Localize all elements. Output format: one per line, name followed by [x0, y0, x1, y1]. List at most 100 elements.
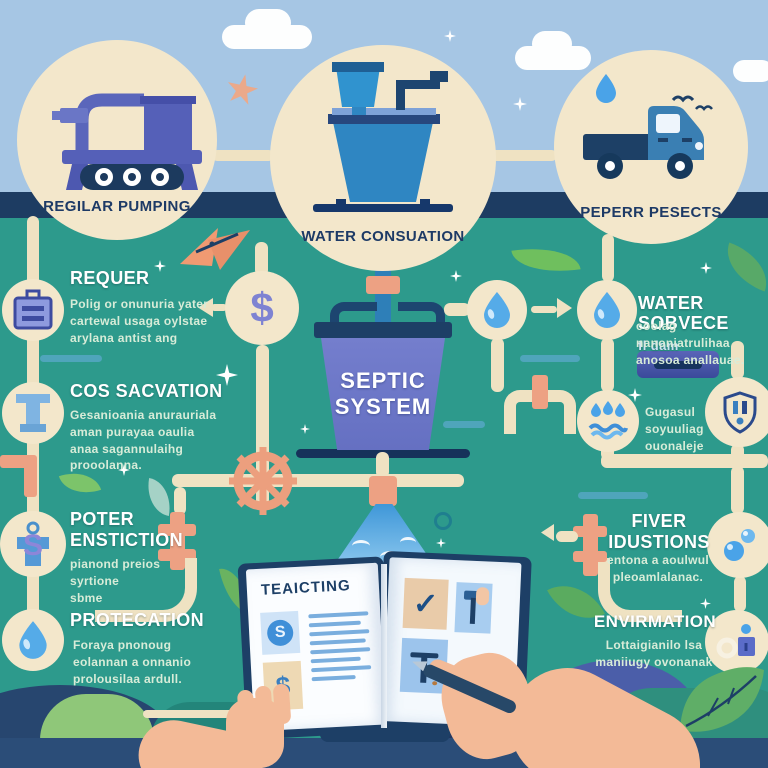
water-drop-icon [594, 292, 620, 328]
book-coin-tile: S [260, 610, 301, 655]
item-circle-protecation [2, 609, 64, 671]
right-heading-water-suffix: fl dam [638, 338, 679, 354]
spray-wave [400, 537, 416, 548]
right-heading-water: WATER SOBVECE fl dam [638, 272, 768, 355]
pipe [601, 338, 614, 392]
text-line [309, 638, 366, 646]
pipe [734, 576, 746, 612]
pipe [212, 150, 274, 161]
ship-wheel-icon [229, 447, 297, 515]
book-text-lines [308, 611, 372, 686]
text-line [311, 674, 356, 682]
text-line [310, 656, 361, 664]
pump-cart-icon [52, 93, 202, 190]
pipe [556, 531, 578, 542]
faucet-pipe [398, 302, 445, 333]
coin-icon: S [266, 619, 294, 647]
left-heading-protecation: PROTECATION [70, 610, 205, 630]
blue-slab-slot [654, 361, 702, 369]
drop-circle [577, 280, 637, 340]
faucet-pipe [330, 302, 377, 333]
septic-tank: SEPTIC SYSTEM [321, 338, 445, 450]
shield-circle [705, 377, 768, 447]
left-heading-cos: COS SACVATION [70, 381, 223, 401]
sparkle-icon [300, 424, 310, 434]
dollar-person-icon [17, 521, 49, 566]
valve-fitting [158, 524, 196, 536]
left-heading-requer: REQUER [70, 268, 150, 288]
left-body-cos: Gesanioania anurauriala aman purayaa oau… [70, 408, 217, 473]
top-circle-water-label: WATER CONSUATION [301, 228, 465, 245]
book-crease [381, 564, 387, 728]
right-heading-fiver: FIVER IDUSTIONS [608, 511, 710, 552]
left-hand-finger [272, 683, 292, 725]
ground-dot [432, 681, 438, 686]
dash-line [40, 355, 102, 362]
right-body-water: coolag nanoniatrulihaa anosoa anallauae. [636, 319, 745, 367]
pipe-elbow [24, 455, 37, 497]
top-circle-pumping-label: REGILAR PUMPING [43, 198, 191, 215]
pipe [731, 341, 744, 379]
bubbles-circle [707, 512, 768, 578]
top-circle-truck-label: PEPERR PESECTS [580, 204, 722, 221]
case-icon [13, 289, 53, 330]
sparkle-icon [700, 598, 711, 609]
text-line [310, 647, 371, 655]
hand-mini-icon [475, 587, 490, 606]
pipe [531, 306, 557, 313]
faucet-mini-icon [469, 597, 476, 624]
text-line [311, 665, 372, 673]
cloud-icon [532, 31, 572, 57]
bubbles-icon [724, 529, 755, 561]
right-body-fiver: entona a aoulwul pleoamlalanac. [606, 553, 710, 584]
shield-icon [723, 391, 757, 434]
right-heading-water-text: WATER SOBVECE [638, 292, 729, 334]
text-line [308, 620, 361, 628]
right-body-envirmation: Lottaigianilo lsa maniiugy ovonanak [595, 638, 713, 669]
valve-fitting [573, 551, 607, 562]
left-heading-poter: POTER ENSTICTION [70, 509, 184, 550]
pipe [376, 452, 389, 478]
dollar-circle: $ [225, 271, 299, 345]
left-body-protecation: Foraya pnonoug eolannan a onnanio prolou… [73, 638, 192, 686]
water-drop-icon [19, 621, 47, 659]
text-line [308, 611, 369, 619]
pipe [444, 303, 470, 316]
pipe-fitting [532, 375, 548, 409]
pipe-fitting [366, 276, 400, 294]
check-icon: ✓ [412, 586, 439, 621]
pipe [601, 454, 768, 468]
origami-bird-icon [180, 228, 250, 270]
book-spine-bottom [320, 722, 450, 742]
sparkle-icon [436, 538, 446, 548]
drop-circle [467, 280, 527, 340]
leaf-icon [680, 667, 764, 732]
pipe [255, 242, 268, 276]
pipe [491, 338, 504, 392]
item-circle-poter: S [0, 511, 66, 577]
person-s-symbol: S [22, 529, 43, 562]
ring-mark [434, 512, 452, 530]
inspection-circle [705, 610, 768, 674]
tank-lid [314, 322, 452, 338]
cloud-icon [245, 9, 291, 37]
toilet-sink-icon [313, 62, 453, 212]
dash-line [520, 355, 580, 362]
pipe-hook [598, 558, 682, 622]
spray-nozzle [369, 476, 397, 506]
left-hand-finger [254, 685, 274, 725]
dash-line [443, 421, 485, 428]
text-line [309, 629, 370, 637]
tank-title-line1: SEPTIC [340, 368, 426, 393]
right-rail-pipe [602, 234, 614, 282]
cloud-icon [733, 60, 768, 82]
tank-title-line2: SYSTEM [334, 394, 432, 419]
pipe [174, 487, 186, 515]
rain-circle [577, 390, 639, 452]
valve-fitting [573, 526, 607, 537]
dash-line [578, 492, 648, 499]
water-drop-icon [484, 292, 510, 328]
right-note: Gugasul soyuuliag ouonaleje [645, 405, 704, 453]
left-body-requer: Polig or onunuria yater cartewal usaga o… [70, 297, 209, 345]
